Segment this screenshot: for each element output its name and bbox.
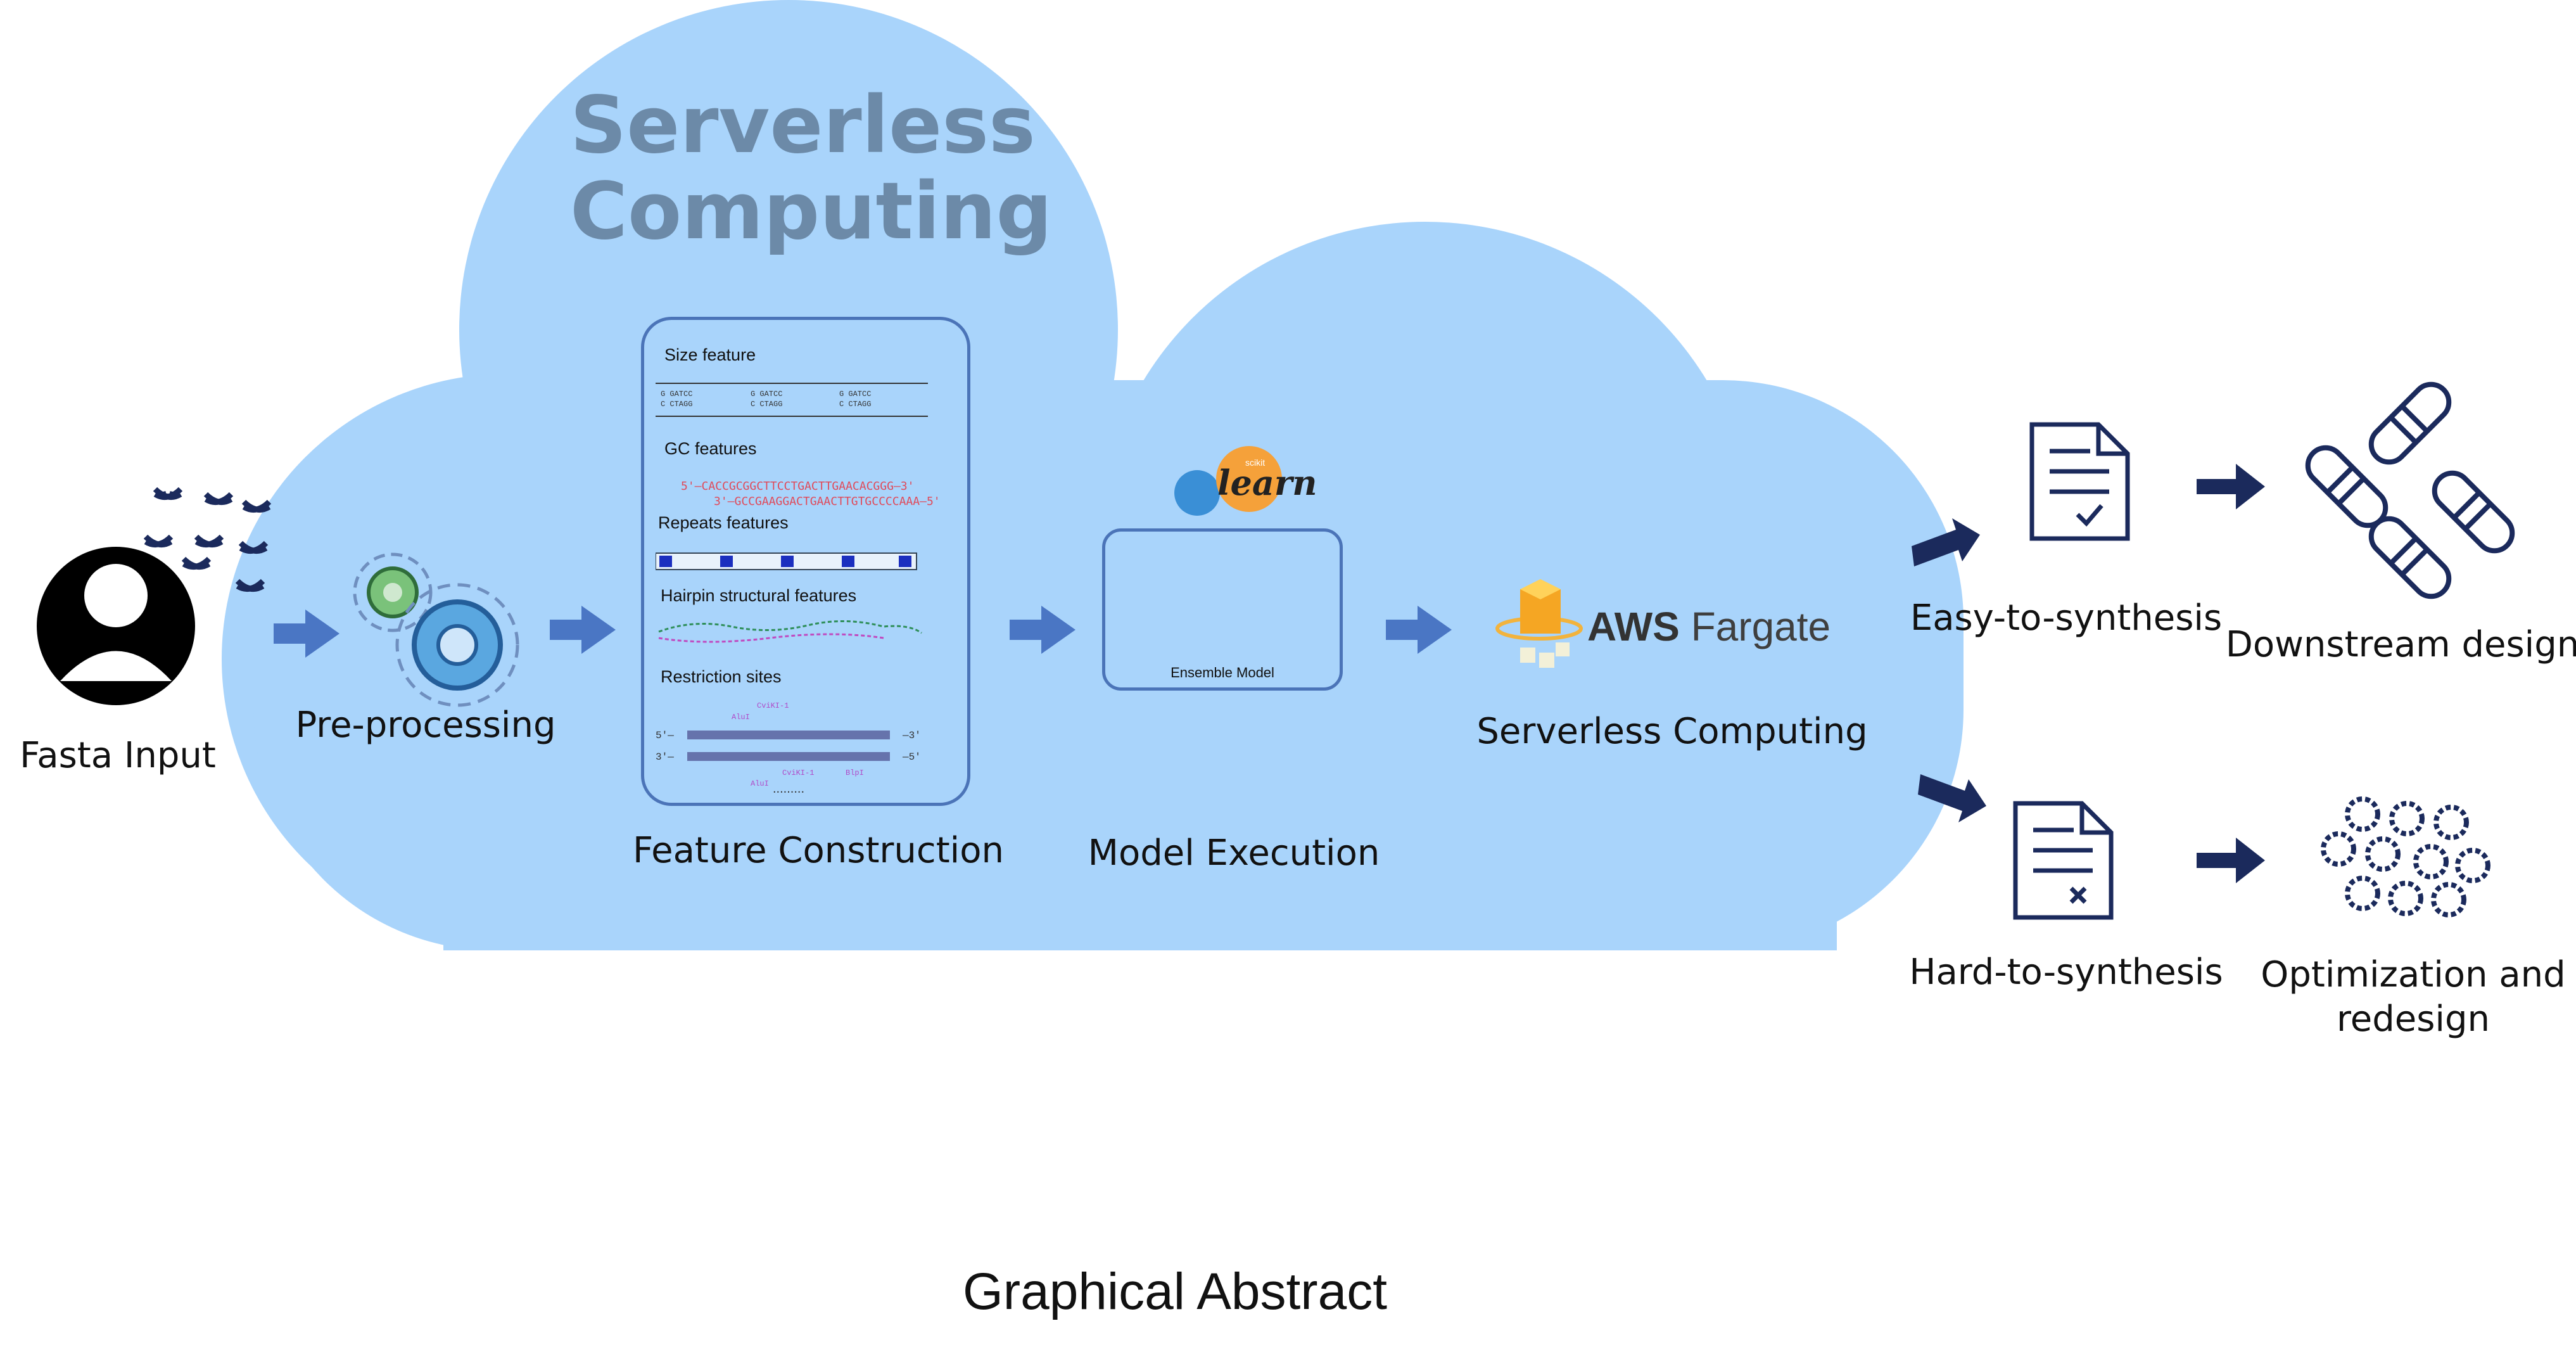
aws-product: Fargate [1691,604,1831,649]
gears-icon [353,552,519,707]
aws-fargate-logo: AWS Fargate [1587,603,1830,650]
cloud-title-line2: Computing [570,166,1053,257]
preprocessing-label: Pre-processing [295,705,556,746]
arrow-right-icon [550,606,616,654]
sklearn-logo-icon [1174,446,1282,516]
cloud-title-line1: Serverless [570,80,1036,171]
document-check-icon [2029,422,2130,541]
svg-text:G GATCC: G GATCC [839,390,871,399]
svg-text:—5': —5' [902,751,921,763]
svg-text:AluI: AluI [751,779,769,788]
document-x-icon [2013,801,2114,920]
repeats-features-label: Repeats features [658,513,789,532]
aws-fargate-icon [1495,579,1583,668]
arrow-right-icon [274,610,339,658]
svg-text:BlpI: BlpI [846,769,864,777]
gc-sequence-top: 5'—CACCGCGGCTTCCTGACTTGAACACGGG—3' [681,480,915,493]
gc-features-label: GC features [664,439,757,458]
svg-text:C CTAGG: C CTAGG [661,400,692,409]
svg-text:G GATCC: G GATCC [751,390,782,399]
svg-text:.........: ......... [773,782,804,795]
svg-text:C CTAGG: C CTAGG [839,400,871,409]
user-icon [37,547,195,705]
easy-to-synthesis-label: Easy-to-synthesis [1910,597,2223,639]
model-execution-label: Model Execution [1088,833,1380,874]
svg-text:G GATCC: G GATCC [661,390,692,399]
svg-text:3'—: 3'— [656,751,674,763]
arrow-right-icon [2197,464,2265,509]
optimization-label-line2: redesign [2336,999,2490,1040]
restriction-sites-label: Restriction sites [661,667,782,686]
feature-construction-label: Feature Construction [633,830,1004,871]
sklearn-logo-text: learn [1217,463,1317,503]
gears-cluster-icon [2321,796,2490,917]
dna-icon [143,487,272,592]
arrow-right-icon [1386,606,1452,654]
svg-text:CviKI-1: CviKI-1 [757,701,789,710]
arrow-right-icon [2197,838,2265,883]
cloud-title: Serverless Computing [570,82,1052,255]
arrow-up-right-icon [1912,518,1980,566]
arrow-right-icon [1010,606,1075,654]
gc-sequence-bottom: 3'—GCCGAAGGACTGAACTTGTGCCCCAAA—5' [714,495,941,508]
fasta-input-label: Fasta Input [20,735,216,776]
arrow-down-right-icon [1918,774,1986,822]
svg-text:C CTAGG: C CTAGG [751,400,782,409]
downstream-design-label: Downstream design [2225,624,2576,665]
hairpin-graphic [658,620,922,643]
aws-brand: AWS [1587,604,1680,649]
hard-to-synthesis-label: Hard-to-synthesis [1909,952,2223,993]
model-panel: Ensemble Model [1102,528,1343,691]
ensemble-model-caption: Ensemble Model [1171,665,1274,680]
svg-text:AluI: AluI [732,713,750,722]
figure-caption: Graphical Abstract [963,1263,1387,1320]
svg-text:CviKI-1: CviKI-1 [782,769,814,777]
size-feature-label: Size feature [664,345,756,364]
hairpin-features-label: Hairpin structural features [661,586,857,605]
svg-text:5'—: 5'— [656,730,674,741]
plasmid-icon [2305,381,2515,599]
repeats-graphic [656,552,917,570]
optimization-label-line1: Optimization and [2261,954,2566,995]
cloud-shape [222,0,1964,950]
serverless-computing-label: Serverless Computing [1476,711,1868,752]
svg-text:—3': —3' [902,730,921,741]
sklearn-small-label: scikit [1245,457,1266,468]
